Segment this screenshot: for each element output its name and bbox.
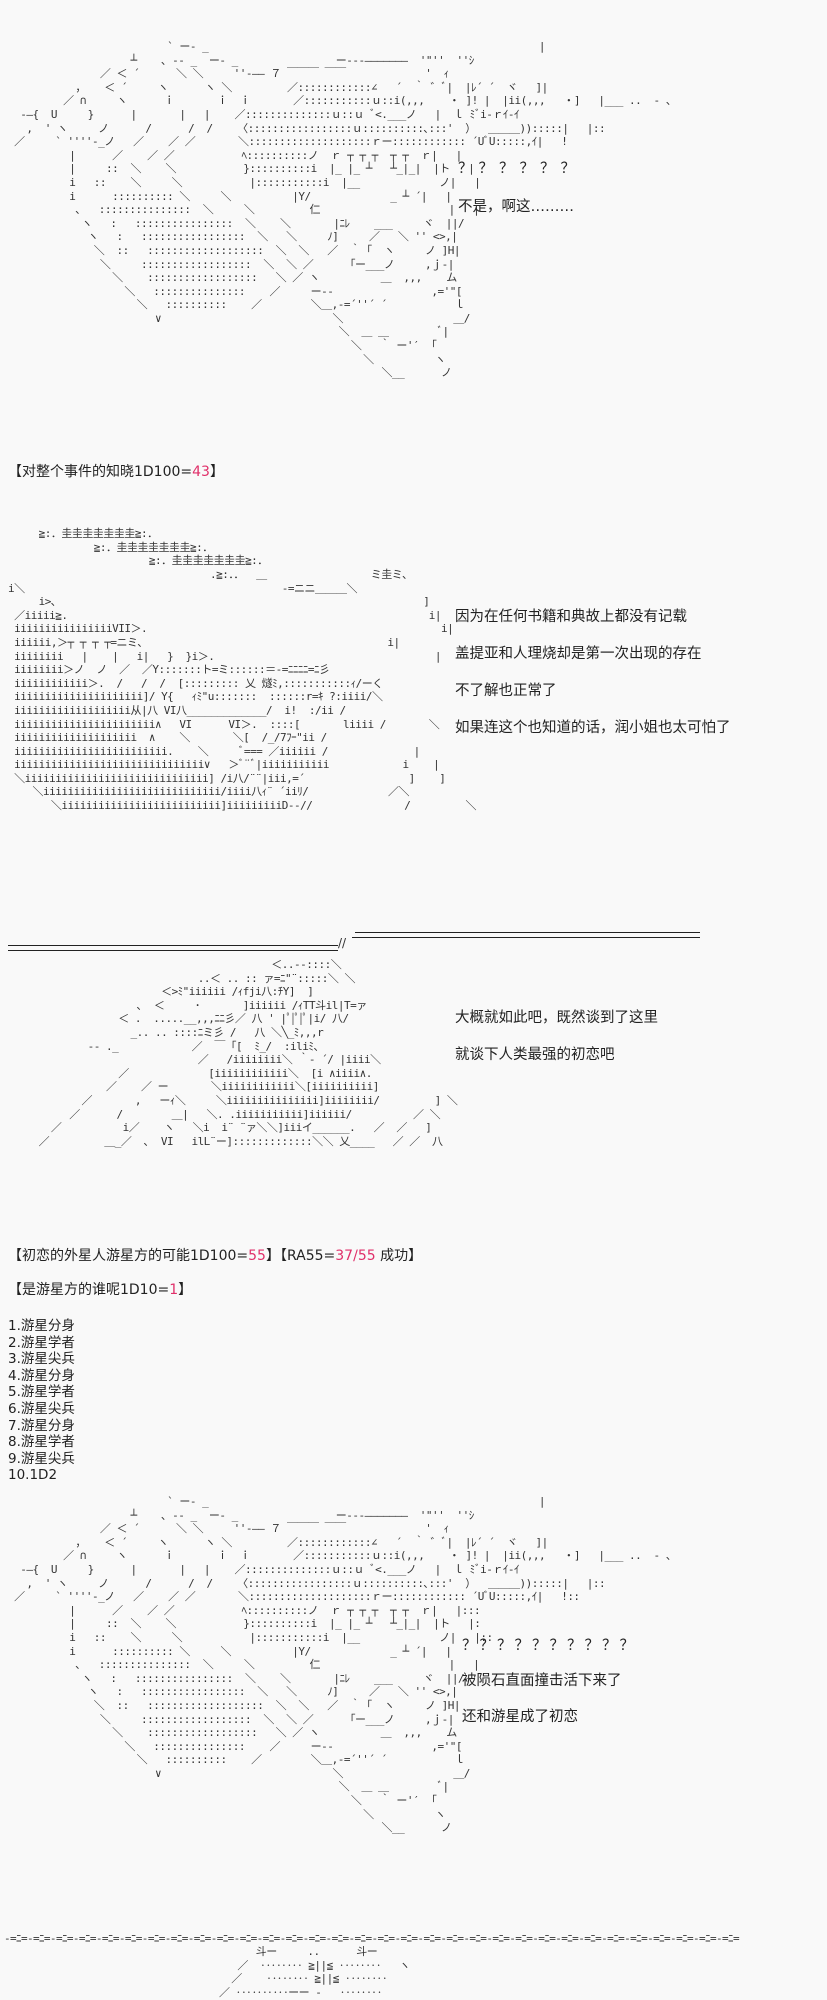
roll-ra-target: 55 bbox=[357, 1248, 376, 1264]
dialog-line-3b: 就谈下人类最强的初恋吧 bbox=[455, 1047, 615, 1063]
list-item: 3.游星尖兵 bbox=[8, 1351, 75, 1368]
list-item: 2.游星学者 bbox=[8, 1334, 75, 1351]
dialog-line-2d: 如果连这个也知道的话，润小姐也太可怕了 bbox=[455, 720, 731, 736]
roll-label: 【对整个事件的知晓1D100= bbox=[8, 464, 193, 480]
divider-line bbox=[355, 932, 700, 933]
list-item: 10.1D2 bbox=[8, 1467, 58, 1484]
roll-result: 1 bbox=[169, 1282, 179, 1298]
roll-suffix: 】 bbox=[178, 1282, 193, 1298]
dialog-line-1: 不是，啊这……… bbox=[458, 199, 574, 215]
roll-suffix: 】 bbox=[209, 464, 224, 480]
divider-line bbox=[352, 937, 700, 938]
divider-line bbox=[8, 945, 338, 946]
list-item: 4.游星分身 bbox=[8, 1367, 75, 1384]
list-item: 7.游星分身 bbox=[8, 1417, 75, 1434]
list-item: 1.游星分身 bbox=[8, 1318, 75, 1334]
ascii-art-character-3: ＜..--::::＼ ..＜ .. :: ァ=ﾆ"¨:::::＼ ＼ ＜>ﾐ"i… bbox=[38, 958, 458, 1148]
dialog-line-4b: 还和游星成了初恋 bbox=[462, 1709, 578, 1725]
list-item: 8.游星学者 bbox=[8, 1434, 75, 1451]
ascii-art-character-1: ` ー- _ | ┴ ､ -- _ ー- _ ー---――――――― '"'' … bbox=[14, 40, 677, 380]
dice-roll-awareness: 【对整个事件的知晓1D100=43】 bbox=[8, 463, 224, 481]
dialog-line-3a: 大概就如此吧，既然谈到了这里 bbox=[455, 1010, 658, 1026]
ascii-art-character-4: ` ー- _ | ┴ ､ -- _ ー- _ ー---――――――― '"'' … bbox=[14, 1495, 677, 1835]
roll-result: 43 bbox=[192, 464, 210, 480]
question-marks-2: ？？？？？？？？？？ bbox=[462, 1638, 637, 1654]
roll-result: 55 bbox=[248, 1248, 266, 1264]
roll-ra-result: 成功】 bbox=[375, 1248, 423, 1264]
divider-line bbox=[8, 950, 338, 951]
dialog-line-2b: 盖提亚和人理烧却是第一次出现的存在 bbox=[455, 646, 702, 662]
ascii-art-character-2: ≧:．圭圭圭圭圭圭圭≧:． ≧:．圭圭圭圭圭圭圭≧:． ≧:．圭圭圭圭圭圭圭≧:… bbox=[8, 527, 476, 813]
dice-roll-first-love: 【初恋的外星人游星方的可能1D100=55】【RA55=37/55 成功】 bbox=[8, 1247, 422, 1265]
divider-dash-line: -=ﾆ=-=ﾆ=-=ﾆ=-=ﾆ=-=ﾆ=-=ﾆ=-=ﾆ=-=ﾆ=-=ﾆ=-=ﾆ=… bbox=[4, 1932, 740, 1945]
roll-label: 【初恋的外星人游星方的可能1D100= bbox=[8, 1248, 249, 1264]
ascii-art-character-5: 斗ー .. 斗ー ／ ‥‥‥‥ ≧||≦ ‥‥‥‥ ヽ ／ ‥‥‥‥ ≧||≦ … bbox=[218, 1945, 410, 1999]
list-item: 6.游星尖兵 bbox=[8, 1400, 75, 1417]
question-marks-1: ？？？？？？ bbox=[458, 161, 581, 177]
dialog-line-2c: 不了解也正常了 bbox=[455, 683, 557, 699]
roll-ra-slash: / bbox=[353, 1248, 358, 1264]
list-item: 9.游星尖兵 bbox=[8, 1450, 75, 1467]
roll-ra-label: 】【RA55= bbox=[265, 1248, 336, 1264]
dialog-line-4a: 被陨石直面撞击活下来了 bbox=[462, 1673, 622, 1689]
options-list: 1.游星分身 2.游星学者 3.游星尖兵 4.游星分身 5.游星学者 6.游星尖… bbox=[8, 1318, 75, 1484]
dice-roll-who: 【是游星方的谁呢1D10=1】 bbox=[8, 1281, 192, 1299]
dialog-line-2a: 因为在任何书籍和典故上都没有记载 bbox=[455, 609, 687, 625]
roll-ra-value: 37 bbox=[335, 1248, 354, 1264]
list-item: 5.游星学者 bbox=[8, 1384, 75, 1401]
divider-slash: // bbox=[338, 936, 347, 950]
roll-label: 【是游星方的谁呢1D10= bbox=[8, 1282, 170, 1298]
